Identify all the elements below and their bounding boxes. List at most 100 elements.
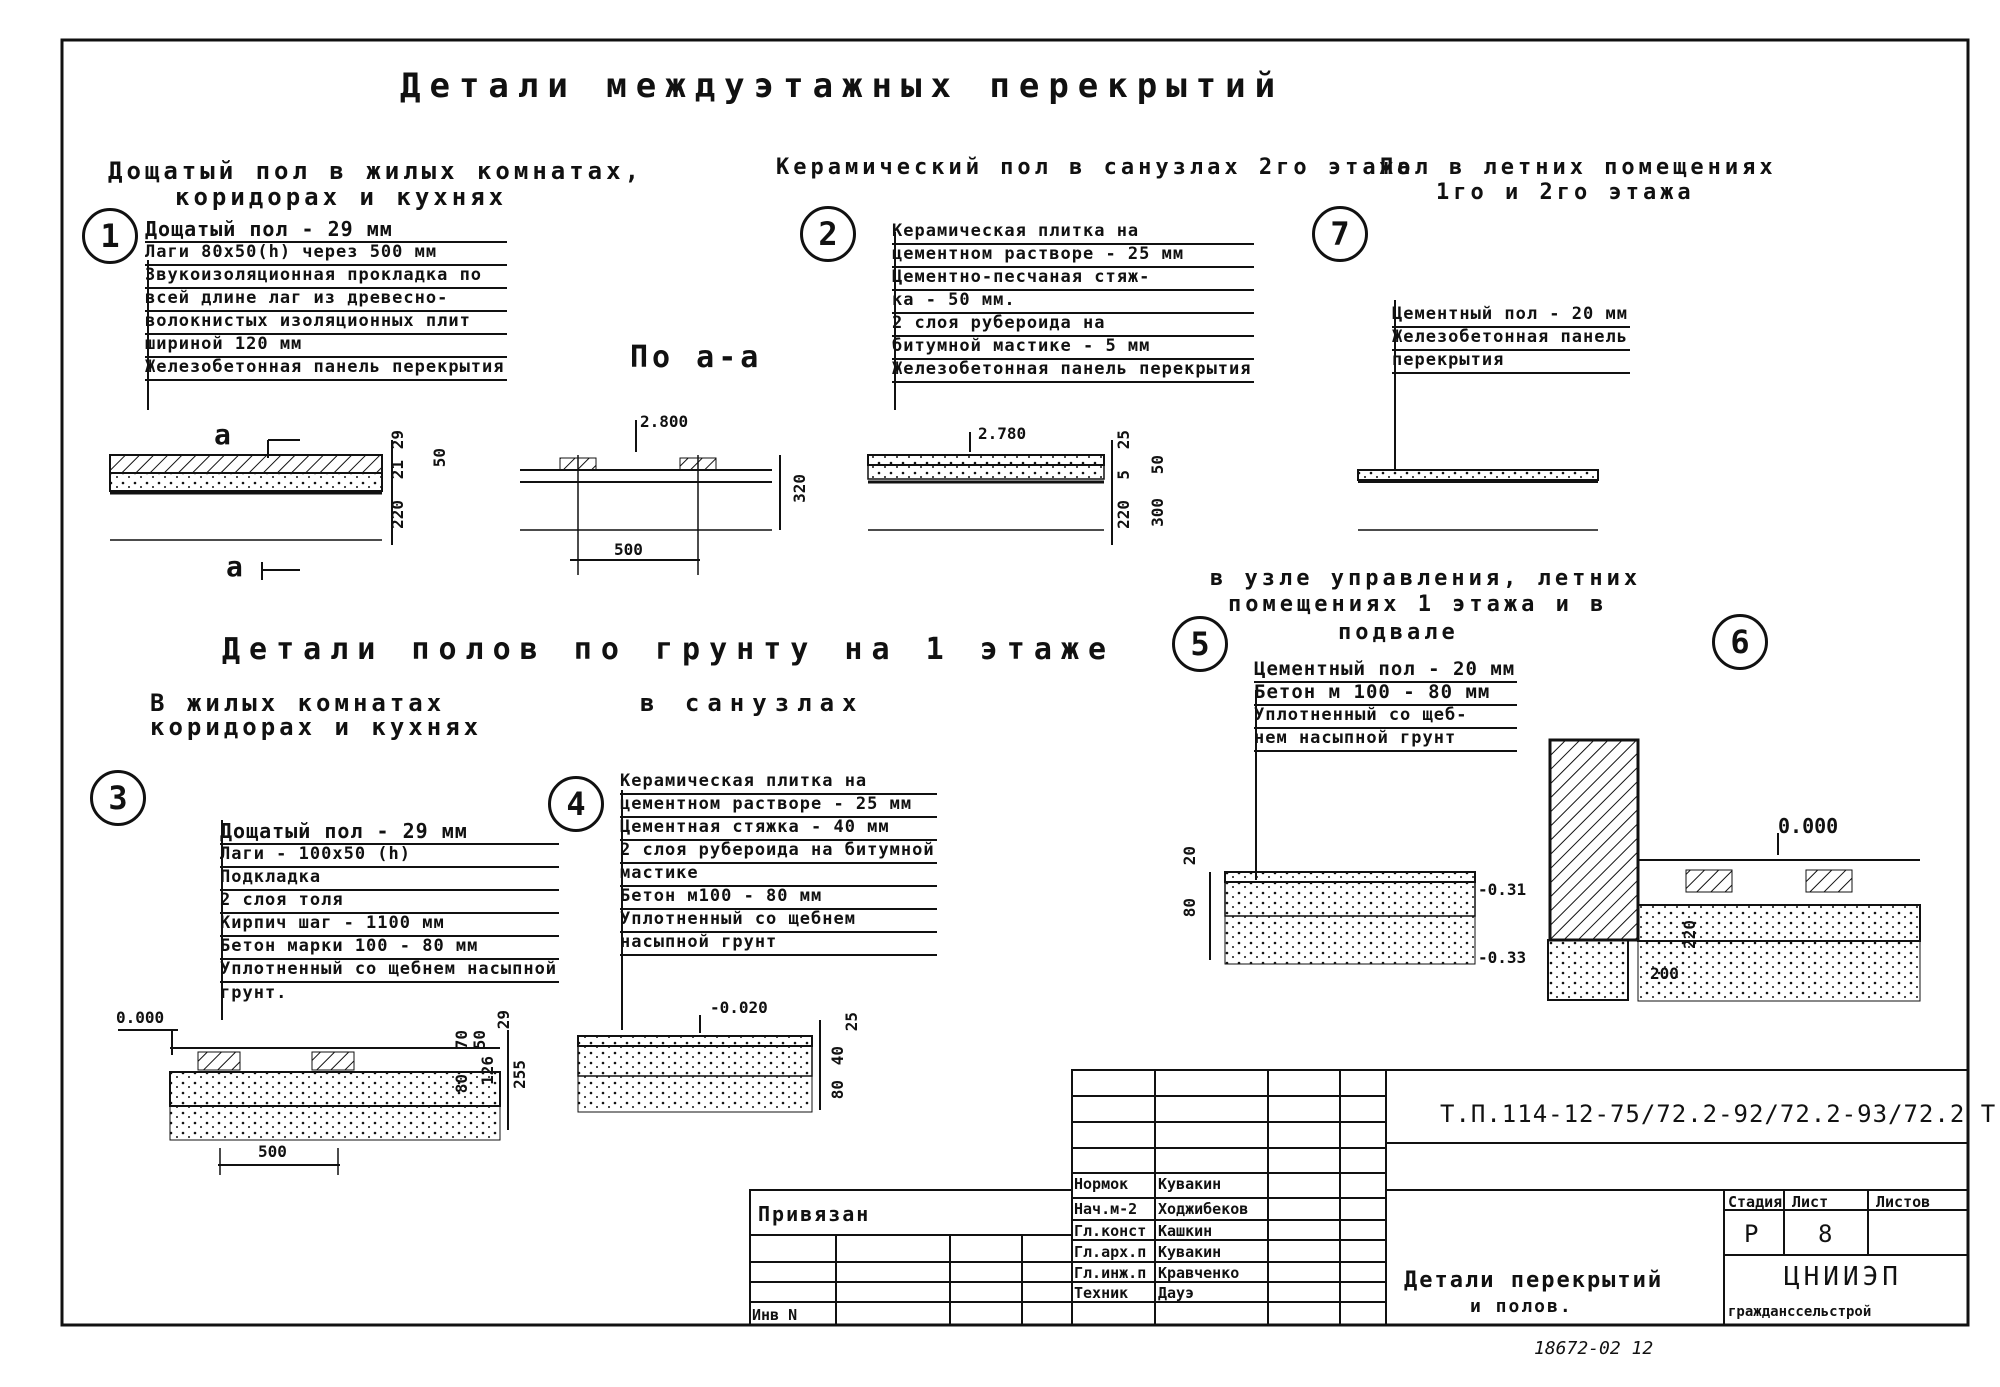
sec5-layer: нем насыпной грунт xyxy=(1254,729,1518,752)
sec7-title-1: Пол в летних помещениях xyxy=(1380,155,1777,180)
sec5-elevation: -0.33 xyxy=(1478,948,1527,967)
sec3-elevation: 0.000 xyxy=(116,1008,165,1027)
sec3-layer: Уплотненный со щебнем насыпной xyxy=(220,960,560,983)
sec3-dim: 80 xyxy=(452,1074,471,1094)
sec4-layer: Керамическая плитка на xyxy=(620,772,937,795)
section-4-drawing xyxy=(577,790,821,1113)
sec3-layer: Дощатый пол - 29 мм xyxy=(220,821,560,845)
sec5-title-2: помещениях 1 этажа и в xyxy=(1228,592,1608,617)
sec3-dim: 29 xyxy=(494,1010,513,1030)
sec2-layer: цементном растворе - 25 мм xyxy=(892,245,1254,268)
sec2-layer: Железобетонная панель перекрытия xyxy=(892,360,1254,383)
sec1-cut-label-top: а xyxy=(214,418,231,451)
sec1-title-1: Дощатый пол в жилых комнатах, xyxy=(108,157,644,185)
sec1-layer: Дощатый пол - 29 мм xyxy=(145,219,507,243)
role-label: Гл.конст xyxy=(1074,1222,1147,1240)
sec2-dim: 50 xyxy=(1148,455,1167,475)
section-7-drawing xyxy=(1357,300,1599,531)
seca-dim-height: 320 xyxy=(790,474,809,503)
sec5-layer: Цементный пол - 20 мм xyxy=(1254,660,1518,683)
sec1-dim: 29 xyxy=(388,430,407,450)
sec3-dim: 255 xyxy=(510,1060,529,1089)
section-2-drawing xyxy=(867,232,1113,545)
sec5-dim: 80 xyxy=(1180,898,1199,918)
person-name: Ходжибеков xyxy=(1158,1200,1249,1218)
sec3-layer: Лаги - 100х50 (h) xyxy=(220,845,560,868)
sec2-number: 2 xyxy=(800,206,856,262)
privyazan-label: Привязан xyxy=(758,1202,871,1226)
footer-number: 18672-02 12 xyxy=(1534,1338,1654,1359)
sec3-layer: грунт. xyxy=(220,983,288,1003)
sec4-dim: 80 xyxy=(828,1080,847,1100)
sec6-number: 6 xyxy=(1712,614,1768,670)
ground-title: Детали полов по грунту на 1 этаже xyxy=(222,632,1116,667)
sec4-layer: Бетон м100 - 80 мм xyxy=(620,887,937,910)
sec7-number: 7 xyxy=(1312,206,1368,262)
sec3-dim: 126 xyxy=(478,1056,497,1085)
sec4-elevation: -0.020 xyxy=(710,998,768,1017)
sec7-layer: Цементный пол - 20 мм xyxy=(1392,305,1630,328)
sec1-layer: Железобетонная панель перекрытия xyxy=(145,358,507,381)
sec1-dim: 21 xyxy=(388,460,407,480)
sec2-dim: 300 xyxy=(1148,498,1167,527)
seca-elevation: 2.800 xyxy=(640,412,689,431)
sec4-layer: Цементная стяжка - 40 мм xyxy=(620,818,937,841)
person-name: Кравченко xyxy=(1158,1264,1240,1282)
sec2-layers: Керамическая плитка на цементном раствор… xyxy=(892,222,1254,383)
section-1-drawing xyxy=(109,260,393,580)
sec4-layer: Уплотненный со щебнем xyxy=(620,910,937,933)
role-label: Техник xyxy=(1074,1284,1129,1302)
sec3-layer: Кирпич шаг - 1100 мм xyxy=(220,914,560,937)
person-name: Кувакин xyxy=(1158,1243,1222,1261)
sec1-title-2: коридорах и кухнях xyxy=(175,183,508,211)
seca-title: По а-а xyxy=(630,340,763,375)
sec4-title: в санузлах xyxy=(640,689,865,717)
sec6-elevation: 0.000 xyxy=(1778,814,1839,838)
sec4-layer: цементном растворе - 25 мм xyxy=(620,795,937,818)
seca-dim-width: 500 xyxy=(614,540,643,559)
sec2-layer: битумной мастике - 5 мм xyxy=(892,337,1254,360)
sec2-layer: 2 слоя рубероида на xyxy=(892,314,1254,337)
sec7-layers: Цементный пол - 20 мм Железобетонная пан… xyxy=(1392,305,1630,374)
person-name: Кувакин xyxy=(1158,1175,1222,1193)
role-label: Гл.инж.п xyxy=(1074,1264,1147,1282)
sec2-elevation: 2.780 xyxy=(978,424,1027,443)
sec3-layer: Подкладка xyxy=(220,868,560,891)
sec2-layer: Керамическая плитка на xyxy=(892,222,1254,245)
sec3-dim: 50 xyxy=(470,1030,489,1050)
sec3-dim-width: 500 xyxy=(258,1142,287,1161)
sec4-dim: 25 xyxy=(842,1012,861,1032)
stage-header: Стадия xyxy=(1728,1193,1783,1211)
sec3-layers: Дощатый пол - 29 мм Лаги - 100х50 (h) По… xyxy=(220,821,560,1003)
sec4-number: 4 xyxy=(548,776,604,832)
sec3-dim: 70 xyxy=(452,1030,471,1050)
sec2-dim: 25 xyxy=(1114,430,1133,450)
person-name: Дауэ xyxy=(1158,1284,1195,1302)
sec4-dim: 40 xyxy=(828,1046,847,1066)
sec3-layer: 2 слоя толя xyxy=(220,891,560,914)
sec1-cut-label-bottom: а xyxy=(226,550,243,583)
sec5-layer: Бетон м 100 - 80 мм xyxy=(1254,683,1518,706)
sec2-dim: 5 xyxy=(1114,470,1133,480)
sec6-dim: 220 xyxy=(1680,920,1699,949)
sec1-dim: 220 xyxy=(388,500,407,529)
sec5-elevation: -0.31 xyxy=(1478,880,1527,899)
sec7-layer: Железобетонная панель xyxy=(1392,328,1630,351)
sec4-layers: Керамическая плитка на цементном раствор… xyxy=(620,772,937,956)
doc-code: Т.П.114-12-75/72.2-92/72.2-93/72.2 Т xyxy=(1440,1100,1997,1128)
section-aa-drawing xyxy=(520,420,781,575)
title-block-grid xyxy=(749,1069,1969,1326)
inv-label: Инв N xyxy=(752,1306,798,1324)
sec2-layer: ка - 50 мм. xyxy=(892,291,1254,314)
sec5-number: 5 xyxy=(1172,616,1228,672)
sec3-number: 3 xyxy=(90,770,146,826)
sec5-title-1: в узле управления, летних xyxy=(1210,566,1642,591)
sec2-title: Керамический пол в санузлах 2го этажа xyxy=(776,155,1415,180)
sec7-title-2: 1го и 2го этажа xyxy=(1436,180,1695,205)
main-title: Детали междуэтажных перекрытий xyxy=(400,66,1285,106)
sec1-layer: Лаги 80х50(h) через 500 мм xyxy=(145,243,507,266)
sheet-desc-1: Детали перекрытий xyxy=(1404,1268,1664,1293)
role-label: Нач.м-2 xyxy=(1074,1200,1138,1218)
stage-value: Р xyxy=(1744,1220,1760,1248)
